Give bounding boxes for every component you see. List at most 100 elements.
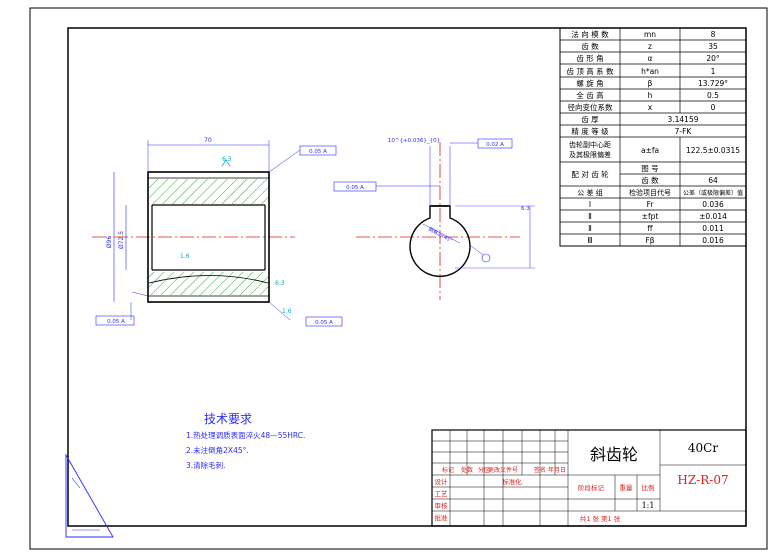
tol-header-c1: 公 差 组 [577, 188, 602, 197]
tol-val-2: 0.011 [702, 224, 724, 233]
tb-approve: 批准 [435, 513, 449, 522]
tol-val-0: 0.036 [702, 200, 724, 209]
tol-group-2: Ⅱ [588, 224, 592, 233]
corner-triangle [65, 453, 114, 538]
param-sym-4: β [648, 79, 653, 88]
tb-label-count: 处数 [461, 466, 473, 474]
param-name-5: 全 齿 高 [576, 90, 604, 100]
tech-item-1: 1.热处理调质表面淬火48—55HRC. [186, 430, 305, 440]
center-val: 122.5±0.0315 [686, 146, 740, 155]
center-name-2: 及其极限偏差 [569, 150, 611, 159]
sheet-border-outer [29, 7, 768, 550]
param-sym-3: h*an [641, 67, 659, 76]
tb-drawing-no: HZ-R-07 [677, 473, 728, 487]
dim-length: 70 [204, 137, 212, 144]
technical-requirements: 技术要求 1.热处理调质表面淬火48—55HRC. 2.未注倒角2X45°. 3… [186, 412, 305, 470]
section-view: 70 Ø96 Ø72.5 6.3 1.6 6.3 1.6 0.05 A 0.05… [92, 137, 343, 327]
tb-scale: 比例 [642, 483, 655, 492]
roughness-chamfer: 1.6 [282, 308, 292, 315]
gear-body-outline [147, 171, 270, 303]
param-sym-0: mn [644, 30, 656, 39]
param-sym-2: α [648, 54, 653, 63]
tech-item-2: 2.未注倒角2X45°. [186, 445, 249, 455]
param-sym-5: h [648, 91, 653, 100]
dim-outer-dia: Ø96 [106, 236, 113, 249]
param-sym-1: z [648, 42, 652, 51]
tb-label-mark: 标记 [442, 466, 454, 474]
gdt-frame-2: 0.05 A [95, 315, 135, 326]
tb-stage: 阶段标记 [578, 483, 605, 492]
svg-text:0.05 A: 0.05 A [346, 185, 364, 191]
svg-text:0.05 A: 0.05 A [315, 320, 333, 326]
param-val-7: 3.14159 [667, 115, 698, 124]
gdt-frame-4: 0.05 A [333, 181, 440, 192]
gdt-frame-5: 0.02 A [450, 138, 513, 149]
param-val-8: 7-FK [675, 127, 693, 136]
tb-part-name: 斜齿轮 [590, 445, 638, 464]
param-name-2: 齿 形 角 [576, 53, 603, 63]
tech-title: 技术要求 [204, 412, 252, 426]
dim-bore-dia: Ø72.5 [118, 231, 125, 249]
tol-val-1: ±0.014 [699, 212, 727, 221]
tb-label-sign: 签名 [534, 466, 546, 474]
param-name-7: 齿 厚 [581, 115, 599, 124]
tol-code-1: ±fpt [642, 212, 659, 221]
param-val-5: 0.5 [707, 91, 719, 100]
param-val-3: 1 [711, 67, 716, 76]
svg-text:0.02 A: 0.02 A [486, 142, 504, 148]
bore-keyway [409, 205, 471, 277]
dim-keyway-width: 10^{+0.036}_{0} [388, 138, 440, 144]
roughness-side: 6.3 [521, 206, 530, 212]
tb-weight: 重量 [620, 484, 634, 492]
tb-label-date: 年月日 [548, 466, 566, 474]
svg-text:0.05 A: 0.05 A [309, 149, 327, 155]
tb-design: 设计 [435, 477, 449, 486]
mating-r2: 齿 数 [641, 175, 659, 185]
svg-text:0.05 A: 0.05 A [107, 319, 125, 325]
roughness-top: 6.3 [222, 156, 232, 163]
param-sym-6: x [648, 103, 653, 112]
mating-label: 配 对 齿 轮 [571, 169, 609, 179]
center-sym: a±fa [641, 146, 659, 155]
param-name-8: 精 度 等 级 [571, 126, 609, 136]
roughness-bore: 1.6 [180, 253, 190, 260]
gdt-frame-3: 0.05 A [305, 316, 343, 327]
param-val-0: 8 [711, 30, 716, 39]
tol-group-3: Ⅲ [587, 236, 592, 245]
roughness-symbol-top [221, 159, 231, 167]
tb-std: 标准化 [502, 477, 522, 486]
roughness-right: 6.3 [275, 280, 285, 287]
title-block: 标记 处数 分区 更改文件号 签名 年月日 设计 标准化 工艺 审核 批准 斜齿… [431, 429, 747, 527]
tol-code-3: Fβ [645, 236, 654, 245]
param-val-4: 13.729° [698, 79, 728, 88]
param-name-3: 齿 顶 高 系 数 [566, 66, 614, 76]
dim-chamfer: 倒角2×45° [427, 226, 454, 245]
tol-header-c3: 公差（或极限偏差）值 [683, 189, 743, 197]
param-name-1: 齿 数 [581, 41, 599, 51]
param-val-6: 0 [711, 103, 716, 112]
tol-group-1: Ⅱ [588, 212, 592, 221]
hatch-top [149, 179, 268, 204]
param-name-4: 螺 旋 角 [576, 78, 603, 88]
param-val-1: 35 [708, 42, 718, 51]
gdt-frame-1: 0.05 A [299, 145, 337, 156]
tb-scale-value: 1:1 [642, 501, 655, 510]
tb-label-change: 更改文件号 [488, 466, 518, 474]
tol-group-0: Ⅰ [589, 200, 591, 209]
datum-a-marker [481, 253, 491, 263]
side-view: 10^{+0.036}_{0} 6.3 倒角2×45° 0.05 A 0.02 … [333, 138, 535, 300]
tb-review: 审核 [435, 501, 449, 510]
param-name-6: 径向变位系数 [568, 102, 613, 112]
tol-code-0: Fr [647, 200, 655, 209]
tol-val-3: 0.016 [702, 236, 724, 245]
param-name-0: 法 向 模 数 [571, 29, 609, 39]
mating-r2val: 64 [708, 176, 718, 185]
tb-process: 工艺 [435, 490, 449, 498]
tech-item-3: 3.清除毛刺. [186, 460, 226, 470]
tol-header-c2: 检验项目代号 [629, 188, 671, 197]
tb-label-zone: 分区 [478, 466, 490, 474]
sheet-border-inner [67, 27, 747, 527]
parameter-table: 法 向 模 数 mn 8 齿 数 z 35 齿 形 角 α 20° 齿 顶 高 … [559, 27, 747, 247]
tb-sheets: 共1 张 第1 张 [580, 514, 621, 523]
